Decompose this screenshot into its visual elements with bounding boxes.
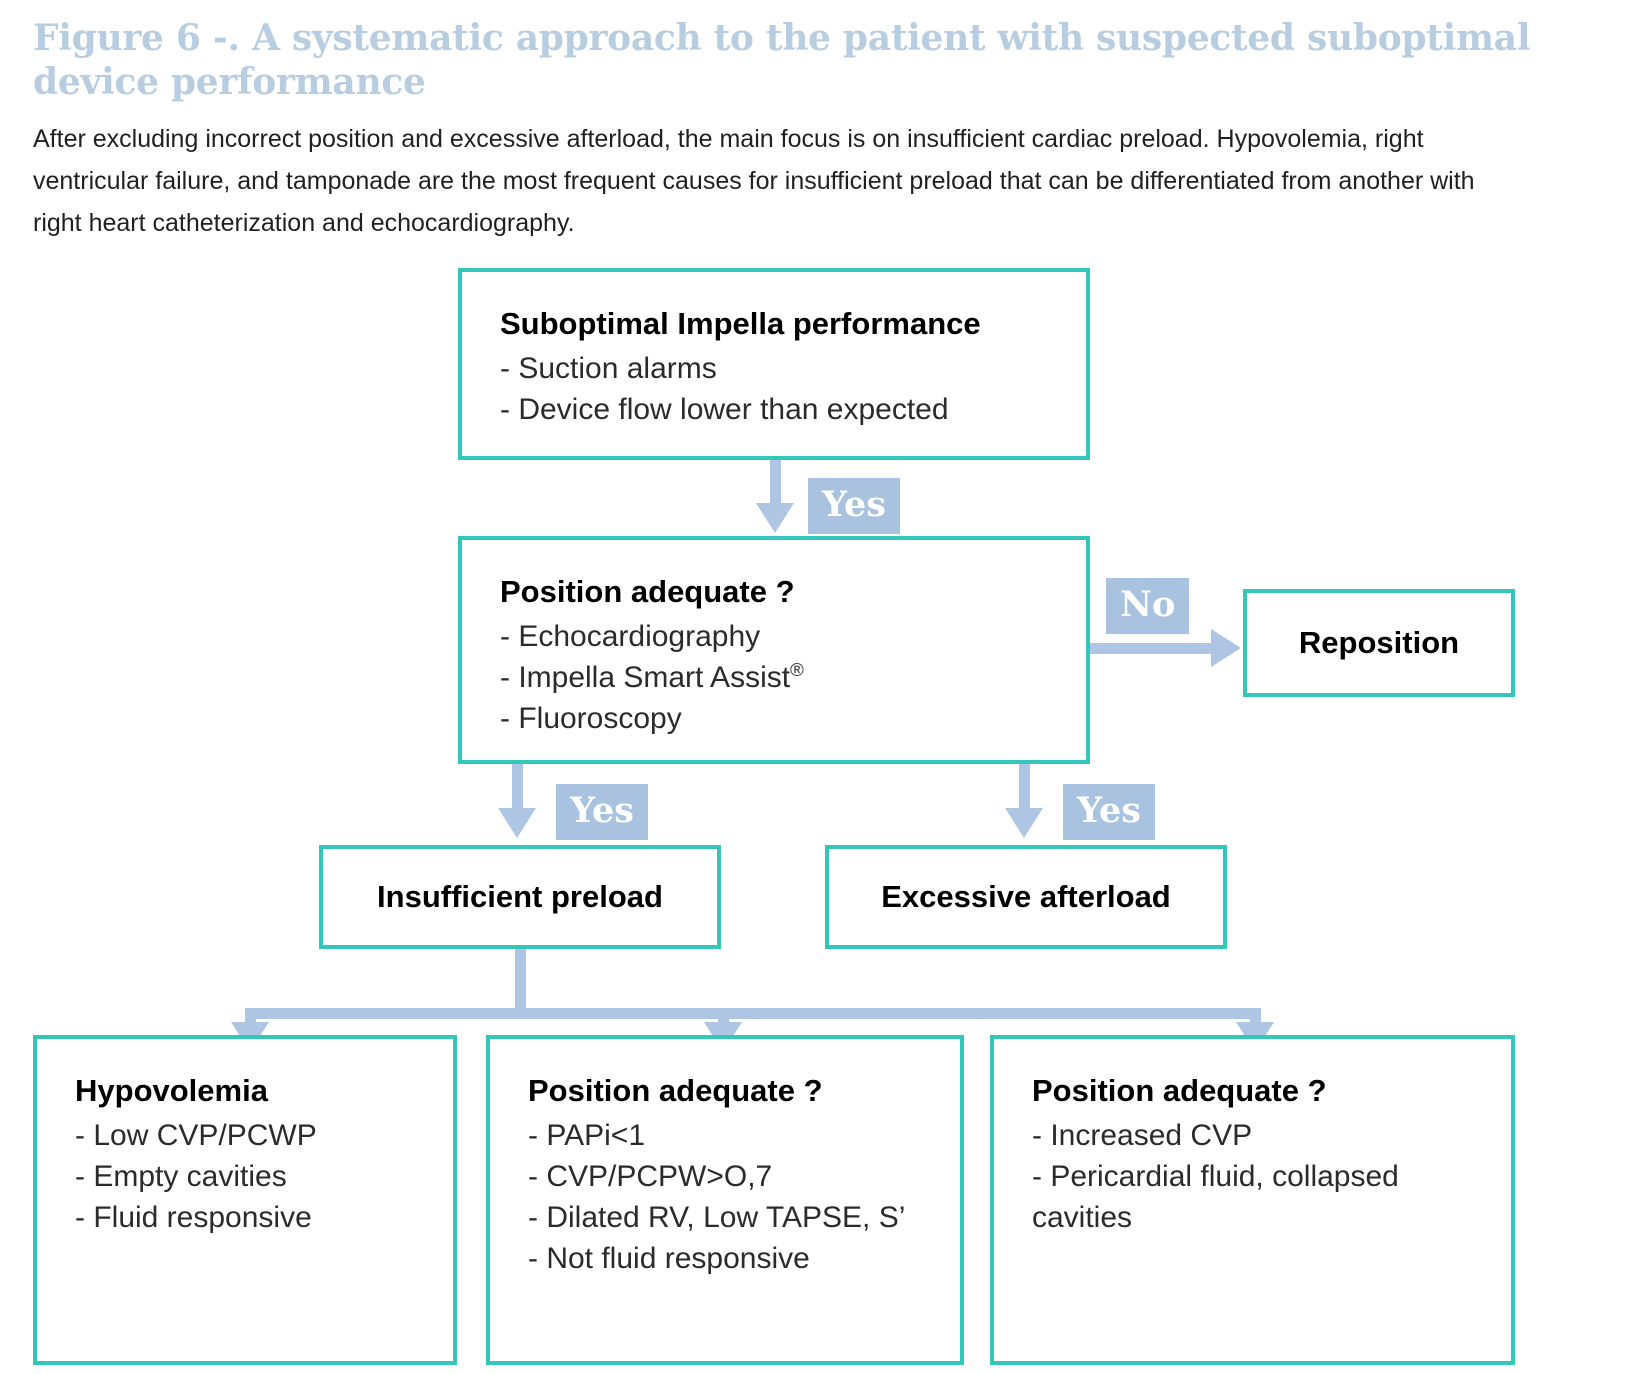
list-item: - PAPi<1 bbox=[528, 1119, 645, 1152]
figure-caption: After excluding incorrect position and e… bbox=[33, 125, 1475, 237]
list-item: - Impella Smart Assist® bbox=[500, 659, 804, 694]
node-suboptimal-impella-performance[interactable]: Suboptimal Impella performance - Suction… bbox=[458, 268, 1090, 460]
connector-branch-tamponade bbox=[1250, 1008, 1261, 1032]
node-bullet-list: - Low CVP/PCWP - Empty cavities - Fluid … bbox=[75, 1115, 453, 1238]
node-bullet-list: - Echocardiography - Impella Smart Assis… bbox=[500, 616, 1086, 739]
node-position-adequate-check[interactable]: Position adequate ? - Echocardiography -… bbox=[458, 536, 1090, 764]
connector-position-to-reposition bbox=[1090, 643, 1214, 654]
node-insufficient-preload[interactable]: Insufficient preload bbox=[319, 845, 721, 949]
arrowhead-down-icon bbox=[498, 808, 536, 838]
node-reposition[interactable]: Reposition bbox=[1243, 589, 1515, 697]
list-item: - Not fluid responsive bbox=[528, 1242, 810, 1275]
node-title: Reposition bbox=[1298, 625, 1460, 660]
list-item: - Device flow lower than expected bbox=[500, 393, 949, 426]
list-item: - Suction alarms bbox=[500, 352, 717, 385]
node-title: Insufficient preload bbox=[377, 879, 663, 914]
node-bullet-list: - PAPi<1 - CVP/PCPW>O,7 - Dilated RV, Lo… bbox=[528, 1115, 960, 1279]
node-title: Hypovolemia bbox=[75, 1073, 268, 1108]
node-hypovolemia[interactable]: Hypovolemia - Low CVP/PCWP - Empty cavit… bbox=[33, 1035, 457, 1365]
list-item: - Empty cavities bbox=[75, 1160, 287, 1193]
connector-preload-distribution-bar bbox=[245, 1008, 1261, 1019]
figure-title: Figure 6 -. A systematic approach to the… bbox=[33, 17, 1531, 103]
connector-suboptimal-to-position bbox=[770, 460, 781, 518]
list-item: - Fluoroscopy bbox=[500, 702, 682, 735]
registered-trademark-icon: ® bbox=[790, 659, 804, 680]
edge-label-yes-position-afterload: Yes bbox=[1063, 784, 1155, 840]
node-title: Position adequate ? bbox=[528, 1073, 823, 1108]
node-bullet-list: - Increased CVP - Pericardial fluid, col… bbox=[1032, 1115, 1511, 1238]
edge-label-no-position-reposition: No bbox=[1106, 578, 1190, 634]
connector-branch-hypovolemia bbox=[245, 1008, 256, 1032]
list-item: - Fluid responsive bbox=[75, 1201, 312, 1234]
list-item: - Pericardial fluid, collapsed cavities bbox=[1032, 1160, 1399, 1234]
list-item: - Increased CVP bbox=[1032, 1119, 1253, 1152]
list-item: - Dilated RV, Low TAPSE, S’ bbox=[528, 1201, 906, 1234]
list-item: - Echocardiography bbox=[500, 620, 761, 653]
node-title: Position adequate ? bbox=[1032, 1073, 1327, 1108]
node-title: Suboptimal Impella performance bbox=[500, 306, 981, 341]
arrowhead-down-icon bbox=[1005, 808, 1043, 838]
node-title: Position adequate ? bbox=[500, 574, 795, 609]
connector-position-to-insufficient-preload bbox=[512, 764, 523, 822]
node-tamponade[interactable]: Position adequate ? - Increased CVP - Pe… bbox=[990, 1035, 1515, 1365]
node-right-ventricular-failure[interactable]: Position adequate ? - PAPi<1 - CVP/PCPW>… bbox=[486, 1035, 964, 1365]
node-bullet-list: - Suction alarms - Device flow lower tha… bbox=[500, 348, 1086, 430]
connector-preload-dropstem bbox=[515, 949, 526, 1013]
arrowhead-right-icon bbox=[1211, 629, 1241, 667]
connector-branch-rv-failure bbox=[718, 1008, 729, 1032]
arrowhead-down-icon bbox=[756, 503, 794, 533]
edge-label-yes-suboptimal-position: Yes bbox=[808, 478, 900, 534]
edge-label-yes-position-preload: Yes bbox=[556, 784, 648, 840]
node-excessive-afterload[interactable]: Excessive afterload bbox=[825, 845, 1227, 949]
list-item: - CVP/PCPW>O,7 bbox=[528, 1160, 773, 1193]
connector-position-to-excessive-afterload bbox=[1019, 764, 1030, 822]
node-title: Excessive afterload bbox=[881, 879, 1171, 914]
list-item: - Low CVP/PCWP bbox=[75, 1119, 317, 1152]
